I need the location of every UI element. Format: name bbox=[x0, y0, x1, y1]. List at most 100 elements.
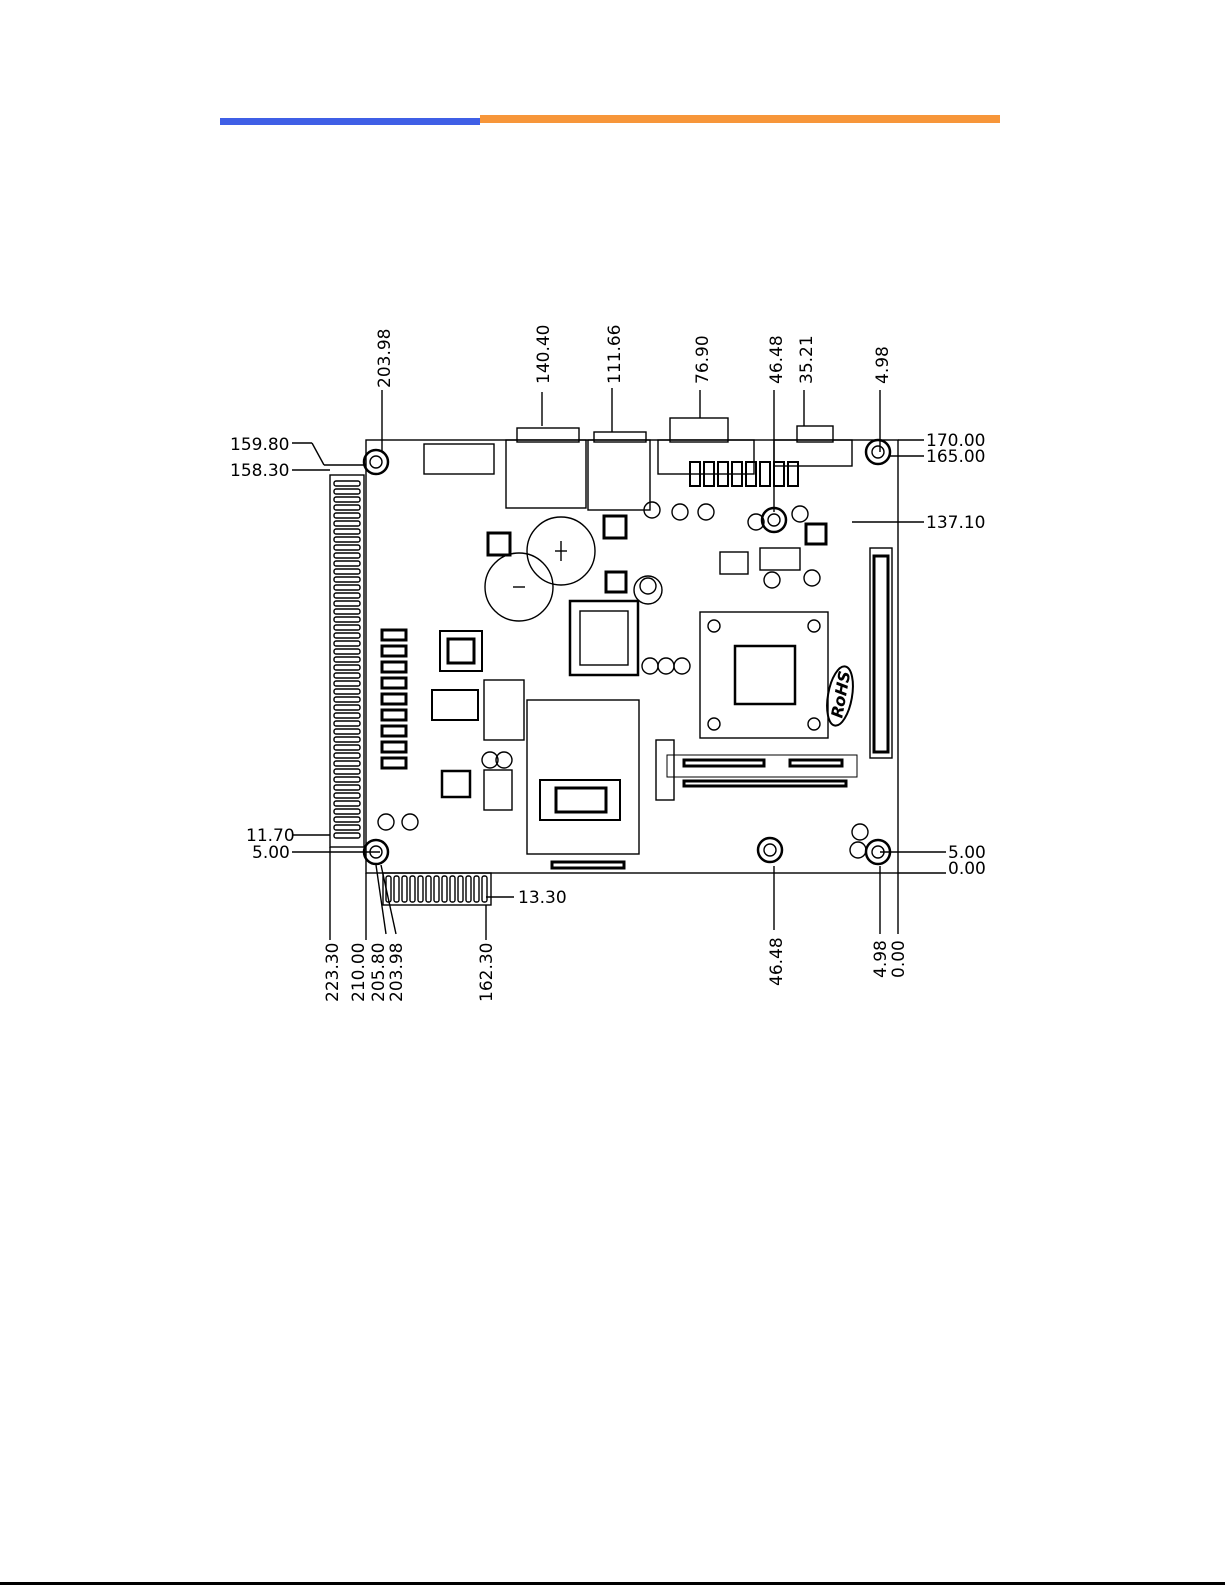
dim-left-5-00: 5.00 bbox=[252, 843, 290, 863]
mounting-hole bbox=[758, 838, 782, 862]
connector-finger bbox=[394, 876, 399, 902]
mounting-hole bbox=[364, 450, 388, 474]
connector-finger bbox=[334, 817, 360, 822]
connector-finger bbox=[334, 809, 360, 814]
dim-bottom-210-00: 210.00 bbox=[349, 943, 369, 1002]
dim-bottom-205-80: 205.80 bbox=[369, 943, 389, 1002]
connector-finger bbox=[334, 569, 360, 574]
capacitor bbox=[674, 658, 690, 674]
capacitor bbox=[792, 506, 808, 522]
connector-finger bbox=[334, 545, 360, 550]
dim-bottom-46-48: 46.48 bbox=[767, 937, 787, 986]
sodimm-socket bbox=[527, 700, 639, 854]
connector-finger bbox=[334, 529, 360, 534]
edge-connector-left bbox=[330, 475, 364, 847]
connector-finger bbox=[334, 793, 360, 798]
mounting-hole bbox=[866, 440, 890, 464]
connector-finger bbox=[434, 876, 439, 902]
connector-finger bbox=[334, 625, 360, 630]
capacitor bbox=[672, 504, 688, 520]
resistor-array bbox=[382, 662, 406, 672]
capacitor bbox=[850, 842, 866, 858]
connector-finger bbox=[334, 745, 360, 750]
dim-top-35-21: 35.21 bbox=[797, 335, 817, 384]
capacitor bbox=[402, 814, 418, 830]
connector-finger bbox=[426, 876, 431, 902]
connector-finger bbox=[334, 609, 360, 614]
connector-finger bbox=[334, 769, 360, 774]
connector-finger bbox=[442, 876, 447, 902]
dim-bottom-223-30: 223.30 bbox=[323, 943, 343, 1002]
connector-finger bbox=[334, 721, 360, 726]
connector-dvi-top bbox=[670, 418, 728, 442]
connector-finger bbox=[334, 481, 360, 486]
dim-bottom-162-30: 162.30 bbox=[477, 943, 497, 1002]
connector-finger bbox=[334, 577, 360, 582]
resistor-array bbox=[382, 646, 406, 656]
capacitor bbox=[658, 658, 674, 674]
capacitor bbox=[640, 578, 656, 594]
capacitor bbox=[378, 814, 394, 830]
cpu-chip bbox=[735, 646, 795, 704]
board-outline bbox=[366, 440, 898, 873]
connector-finger bbox=[334, 601, 360, 606]
resistor-array bbox=[382, 726, 406, 736]
connector-finger bbox=[334, 593, 360, 598]
dim-edge-13-30: 13.30 bbox=[518, 888, 567, 908]
connector-finger bbox=[334, 505, 360, 510]
audio-chip bbox=[442, 771, 470, 797]
dim-bottom-203-98: 203.98 bbox=[387, 943, 407, 1002]
capacitor-large bbox=[634, 576, 662, 604]
connector-finger bbox=[334, 833, 360, 838]
capacitor bbox=[698, 504, 714, 520]
dim-right-0-00: 0.00 bbox=[948, 859, 986, 879]
connector-finger bbox=[474, 876, 479, 902]
connector-finger bbox=[334, 777, 360, 782]
resistor-array bbox=[382, 630, 406, 640]
connector-finger bbox=[334, 673, 360, 678]
capacitor bbox=[804, 570, 820, 586]
dim-top-111-66: 111.66 bbox=[605, 325, 625, 384]
connector-finger bbox=[334, 537, 360, 542]
cpu-socket bbox=[700, 612, 828, 738]
connector-finger bbox=[334, 761, 360, 766]
resistor-array bbox=[382, 742, 406, 752]
dim-right-165-00: 165.00 bbox=[926, 447, 985, 467]
connector-finger bbox=[466, 876, 471, 902]
connector-finger bbox=[334, 825, 360, 830]
connector-finger bbox=[334, 553, 360, 558]
connector-finger bbox=[458, 876, 463, 902]
connector-finger bbox=[334, 753, 360, 758]
connector-finger bbox=[334, 737, 360, 742]
dim-top-140-40: 140.40 bbox=[534, 325, 554, 384]
bios-chip bbox=[440, 631, 482, 671]
resistor-array bbox=[382, 678, 406, 688]
connector-finger bbox=[334, 785, 360, 790]
connector-finger bbox=[334, 801, 360, 806]
connector-finger bbox=[334, 665, 360, 670]
svg-text:RoHS: RoHS bbox=[827, 669, 854, 719]
super-io-chip bbox=[432, 690, 478, 720]
connector-finger bbox=[334, 489, 360, 494]
dim-bottom-0-00: 0.00 bbox=[889, 940, 909, 978]
connector-finger bbox=[334, 713, 360, 718]
connector-vga bbox=[774, 440, 852, 466]
resistor-array bbox=[382, 694, 406, 704]
connector-finger bbox=[482, 876, 487, 902]
connector-finger bbox=[334, 633, 360, 638]
dim-left-159-80: 159.80 bbox=[230, 435, 289, 455]
resistor-array bbox=[760, 462, 770, 486]
capacitor bbox=[852, 824, 868, 840]
resistor-array bbox=[382, 710, 406, 720]
connector-finger bbox=[334, 521, 360, 526]
connector-finger bbox=[334, 497, 360, 502]
connector-finger bbox=[450, 876, 455, 902]
dim-top-4-98: 4.98 bbox=[873, 346, 893, 384]
connector-finger bbox=[410, 876, 415, 902]
connector-small bbox=[424, 444, 494, 474]
connector-lan bbox=[588, 440, 650, 510]
connector-finger bbox=[334, 697, 360, 702]
connector-finger bbox=[334, 705, 360, 710]
connector-finger bbox=[334, 657, 360, 662]
